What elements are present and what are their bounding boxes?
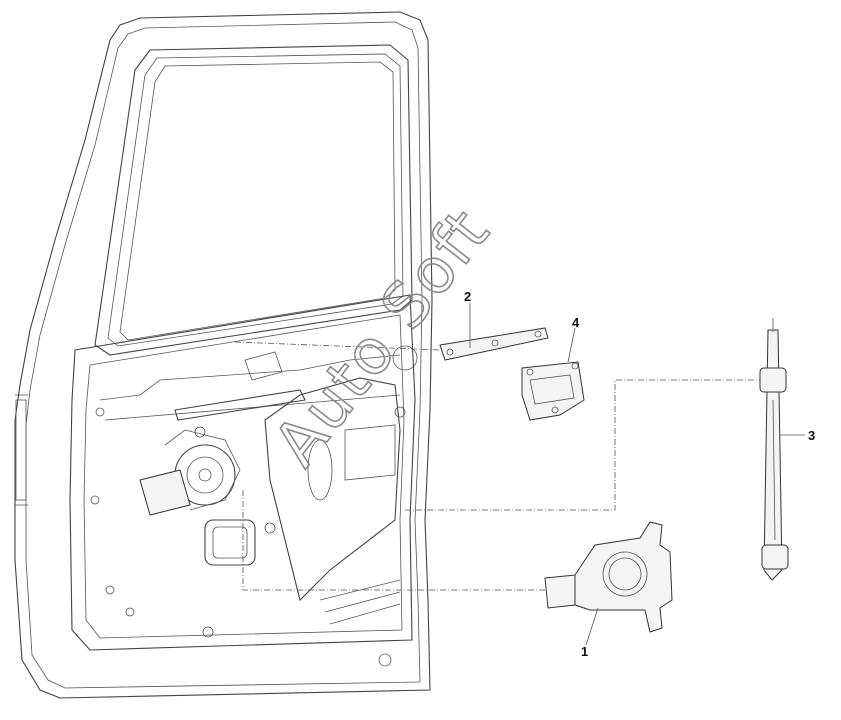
part-3-regulator-rail	[759, 318, 805, 581]
part-2-rail-bracket	[439, 303, 549, 361]
callout-2: 2	[464, 289, 471, 304]
leader-lines	[234, 341, 760, 591]
watermark-text: Auto Soft	[259, 195, 504, 479]
part-4-control-module	[521, 327, 585, 421]
door-panel	[14, 11, 433, 699]
callout-3: 3	[808, 428, 815, 443]
part-1-bracket	[544, 521, 673, 646]
callout-4: 4	[572, 315, 580, 330]
callout-1: 1	[581, 644, 588, 659]
